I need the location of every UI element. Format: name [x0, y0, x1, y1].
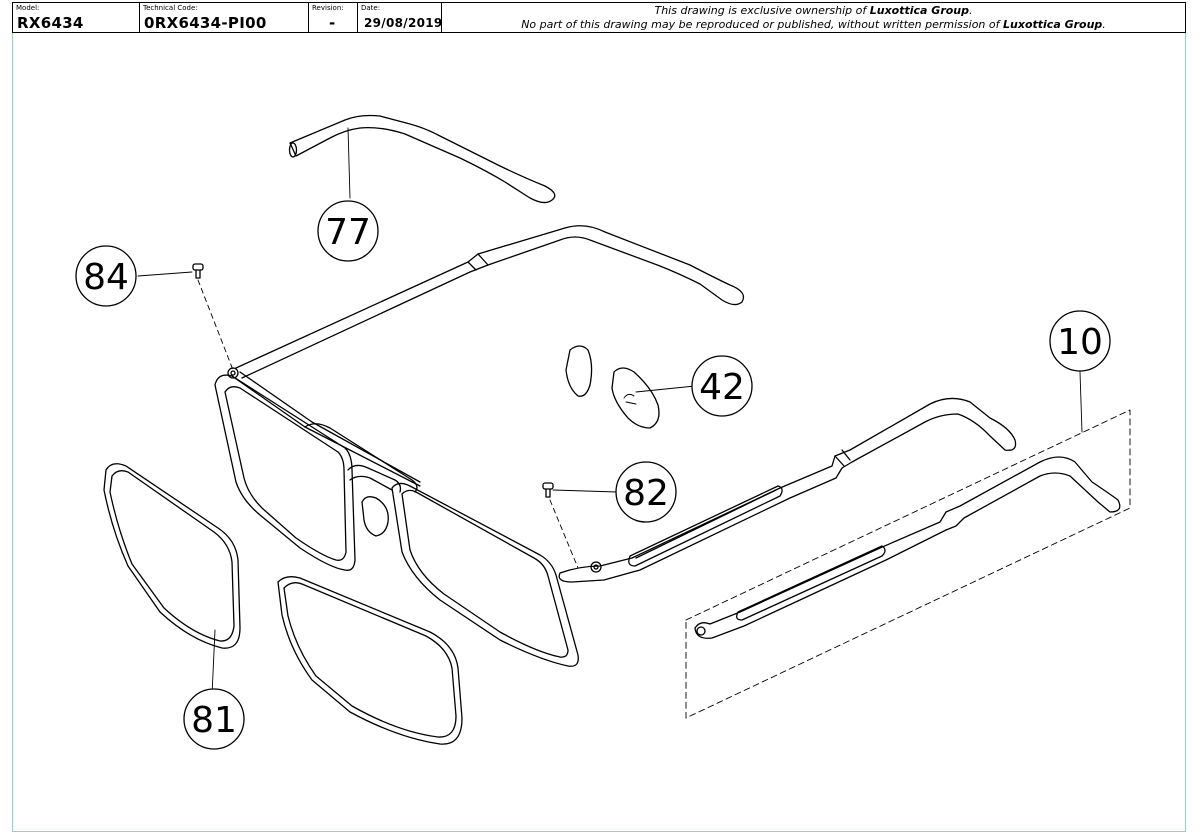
- callout-42-label: 42: [699, 367, 745, 408]
- date-label: Date:: [361, 4, 381, 12]
- callout-81-label: 81: [191, 700, 237, 741]
- notice-line-2-text: No part of this drawing may be reproduce…: [521, 18, 1004, 31]
- ownership-notice: This drawing is exclusive ownership of L…: [442, 3, 1185, 32]
- callout-81: 81: [183, 688, 245, 750]
- screw-82-part: [542, 482, 554, 498]
- leader-82: [552, 489, 618, 493]
- frame-front-part: [214, 225, 1017, 667]
- callout-82-label: 82: [623, 473, 669, 514]
- leader-77: [347, 127, 351, 199]
- callout-77-label: 77: [325, 212, 371, 253]
- temple-77-part: [288, 114, 556, 204]
- leader-42: [635, 385, 696, 393]
- leader-84-dash: [197, 279, 234, 371]
- leader-84: [137, 271, 193, 277]
- callout-10-label: 10: [1057, 322, 1103, 363]
- notice-line-1-brand: Luxottica Group: [869, 4, 970, 17]
- leader-lines: [137, 127, 1083, 696]
- temple-10-part: [685, 409, 1131, 719]
- model-label: Model:: [16, 4, 40, 12]
- date-value: 29/08/2019: [364, 16, 443, 30]
- leader-82-dash: [549, 499, 579, 569]
- nose-pad-42-part: [565, 345, 660, 429]
- technical-code-label: Technical Code:: [143, 4, 198, 12]
- notice-line-1: This drawing is exclusive ownership of L…: [442, 4, 1185, 18]
- leader-81: [211, 629, 216, 696]
- callout-10: 10: [1049, 310, 1111, 372]
- notice-line-1-text: This drawing is exclusive ownership of: [654, 4, 870, 17]
- model-cell: Model: RX6434: [13, 3, 140, 32]
- notice-line-2-end: .: [1102, 18, 1106, 31]
- date-cell: Date: 29/08/2019: [358, 3, 442, 32]
- model-value: RX6434: [17, 14, 84, 32]
- callout-84: 84: [75, 245, 137, 307]
- revision-cell: Revision: -: [309, 3, 358, 32]
- callout-84-label: 84: [83, 257, 129, 298]
- callout-42: 42: [691, 355, 753, 417]
- leader-10: [1079, 371, 1083, 433]
- revision-value: -: [329, 14, 336, 32]
- revision-label: Revision:: [312, 4, 344, 12]
- lens-81-part: [103, 463, 463, 745]
- technical-code-cell: Technical Code: 0RX6434-PI00: [140, 3, 309, 32]
- screw-84-part: [192, 263, 204, 279]
- callout-82: 82: [615, 461, 677, 523]
- technical-code-value: 0RX6434-PI00: [144, 14, 267, 32]
- notice-line-1-end: .: [969, 4, 973, 17]
- notice-line-2-brand: Luxottica Group: [1003, 18, 1103, 31]
- notice-line-2: No part of this drawing may be reproduce…: [442, 18, 1185, 32]
- title-block: Model: RX6434 Technical Code: 0RX6434-PI…: [12, 2, 1186, 33]
- callout-77: 77: [317, 200, 379, 262]
